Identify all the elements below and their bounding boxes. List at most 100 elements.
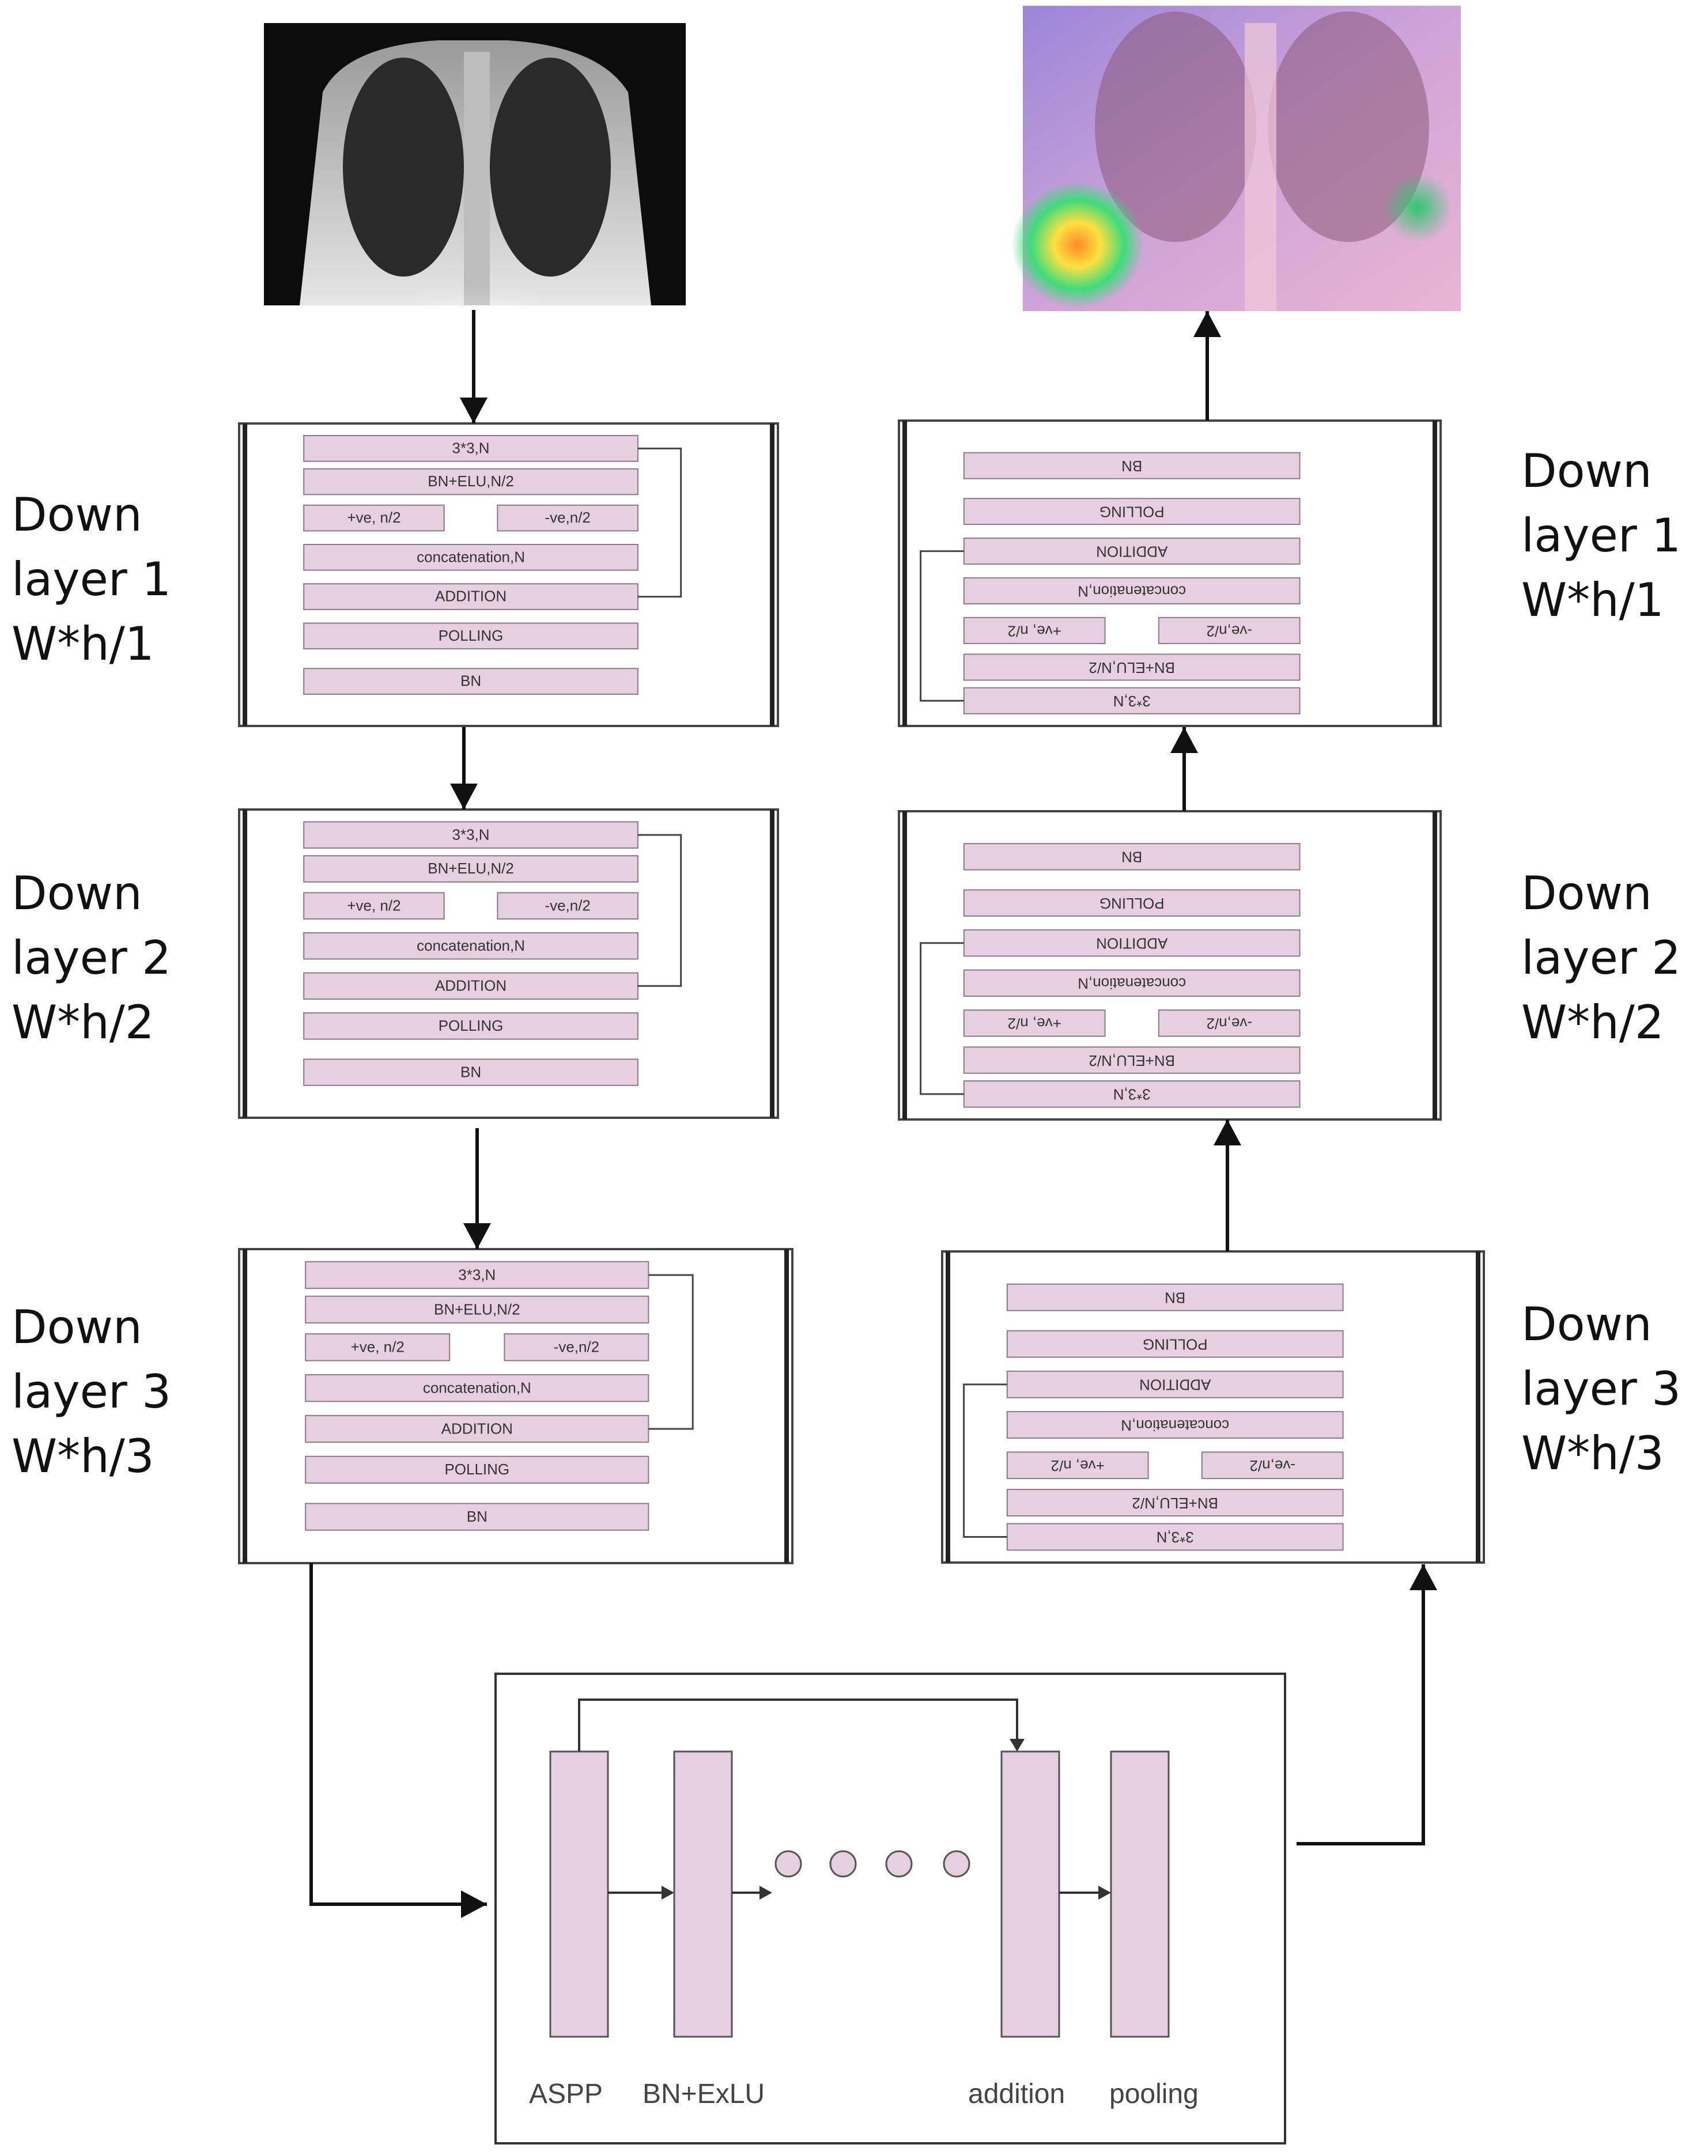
left-label-layer-3: Down layer 3 W*h/3 — [12, 1300, 172, 1483]
svg-text:BN+ELU,N/2: BN+ELU,N/2 — [428, 472, 514, 490]
svg-text:3*3,N: 3*3,N — [1157, 1529, 1194, 1546]
svg-text:BN: BN — [467, 1508, 488, 1525]
block-row: BN+ELU,N/2 — [1006, 1489, 1344, 1517]
arrow-head — [1193, 311, 1221, 337]
svg-text:-ve,n/2: -ve,n/2 — [1206, 622, 1252, 640]
pooling-block — [1110, 1750, 1170, 2038]
block-row: ADDITION — [303, 583, 638, 610]
block-row: 3*3,N — [963, 687, 1301, 714]
block-row: 3*3,N — [305, 1261, 649, 1289]
svg-text:ADDITION: ADDITION — [1139, 1376, 1211, 1394]
svg-text:BN: BN — [1121, 457, 1142, 475]
block-row: concatenation,N — [303, 932, 638, 960]
svg-text:-ve,n/2: -ve,n/2 — [1206, 1015, 1252, 1032]
encoder-block-3: 3*3,NBN+ELU,N/2+ve, n/2-ve,n/2concatenat… — [238, 1248, 793, 1564]
svg-text:BN+ELU,N/2: BN+ELU,N/2 — [1089, 659, 1175, 676]
svg-text:concatenation,N: concatenation,N — [423, 1379, 531, 1397]
decoder-block-1: 3*3,N BN+ELU,N/2 +ve, n/2 -ve,n/2 concatenat… — [898, 419, 1442, 727]
arrow-head — [450, 784, 478, 810]
addition-block — [1000, 1750, 1060, 2038]
bottleneck-label-addition: addition — [968, 2079, 1065, 2109]
svg-text:ADDITION: ADDITION — [435, 977, 507, 994]
svg-text:BN+ELU,N/2: BN+ELU,N/2 — [428, 860, 514, 877]
svg-text:3*3,N: 3*3,N — [452, 439, 490, 456]
svg-text:-ve,n/2: -ve,n/2 — [545, 509, 591, 526]
svg-text:ADDITION: ADDITION — [1096, 935, 1167, 952]
block-row: +ve, n/2 — [303, 892, 445, 920]
svg-text:+ve, n/2: +ve, n/2 — [1008, 622, 1061, 640]
svg-text:+ve, n/2: +ve, n/2 — [1051, 1457, 1105, 1474]
svg-text:3*3,N: 3*3,N — [452, 826, 490, 843]
svg-text:-ve,n/2: -ve,n/2 — [554, 1338, 600, 1356]
svg-text:BN: BN — [1165, 1289, 1185, 1306]
connection-arrows — [309, 310, 1437, 1918]
svg-text:POLLING: POLLING — [439, 1017, 504, 1034]
block-row: concatenation,N — [963, 969, 1301, 997]
arrow-head — [1214, 1119, 1241, 1145]
svg-text:POLLING: POLLING — [444, 1461, 509, 1478]
arrow-head — [460, 398, 488, 423]
block-row: BN+ELU,N/2 — [303, 468, 638, 495]
block-row: POLLING — [963, 498, 1301, 525]
block-row: BN — [963, 452, 1301, 479]
input-xray-image — [264, 23, 686, 375]
svg-text:BN+ELU,N/2: BN+ELU,N/2 — [1089, 1052, 1175, 1069]
svg-text:-ve,n/2: -ve,n/2 — [1249, 1457, 1295, 1474]
block-row: +ve, n/2 — [305, 1333, 451, 1361]
block-row: 3*3,N — [303, 821, 638, 849]
block-row: POLLING — [1006, 1330, 1344, 1358]
ellipsis-dot — [885, 1850, 913, 1878]
block-row: BN+ELU,N/2 — [963, 653, 1301, 681]
svg-text:ADDITION: ADDITION — [435, 588, 507, 605]
svg-text:+ve, n/2: +ve, n/2 — [347, 897, 400, 914]
bn-exlu-block — [673, 1750, 733, 2038]
right-label-layer-1: Down layer 1 W*h/1 — [1521, 444, 1681, 627]
block-row: +ve, n/2 — [963, 616, 1106, 644]
block-row: concatenation,N — [963, 577, 1301, 605]
block-row: ADDITION — [1006, 1370, 1344, 1398]
aspp-block — [549, 1750, 609, 2038]
svg-text:3*3,N: 3*3,N — [458, 1266, 496, 1283]
right-label-layer-2: Down layer 2 W*h/2 — [1521, 867, 1681, 1049]
svg-text:POLLING: POLLING — [1099, 895, 1165, 912]
block-row: -ve,n/2 — [1201, 1451, 1344, 1480]
bottleneck-label-aspp: ASPP — [529, 2079, 603, 2109]
decoder-block-2: 3*3,N BN+ELU,N/2 +ve, n/2 -ve,n/2 concatenat… — [898, 810, 1442, 1121]
block-row: POLLING — [305, 1455, 649, 1484]
block-row: 3*3,N — [303, 435, 638, 462]
block-row: BN — [303, 668, 638, 695]
right-label-layer-3: Down layer 3 W*h/3 — [1521, 1298, 1681, 1480]
bottleneck-label-bn-exlu: BN+ExLU — [643, 2079, 765, 2109]
svg-text:BN: BN — [460, 1063, 481, 1080]
block-row: BN+ELU,N/2 — [963, 1046, 1301, 1074]
block-row: concatenation,N — [305, 1374, 649, 1402]
ellipsis-dot — [774, 1850, 802, 1878]
block-row: -ve,n/2 — [497, 504, 638, 532]
svg-text:concatenation,N: concatenation,N — [1121, 1417, 1229, 1434]
block-row: BN — [963, 843, 1301, 871]
block-row: BN — [305, 1503, 649, 1531]
svg-text:+ve, n/2: +ve, n/2 — [1008, 1015, 1061, 1032]
svg-text:ADDITION: ADDITION — [441, 1420, 513, 1437]
block-row: concatenation,N — [1006, 1411, 1344, 1439]
encoder-block-1: 3*3,N BN+ELU,N/2 +ve, n/2 -ve,n/2 concatenat… — [238, 422, 779, 727]
block-row: ADDITION — [305, 1414, 649, 1443]
block-row: 3*3,N — [963, 1080, 1301, 1108]
block-row: ADDITION — [963, 538, 1301, 565]
svg-text:3*3,N: 3*3,N — [1113, 1086, 1151, 1103]
block-row: BN+ELU,N/2 — [303, 855, 638, 883]
block-row: ADDITION — [303, 972, 638, 1000]
bottleneck-label-pooling: pooling — [1109, 2079, 1199, 2109]
svg-text:BN+ELU,N/2: BN+ELU,N/2 — [1132, 1495, 1218, 1512]
block-row: POLLING — [963, 889, 1301, 917]
svg-text:+ve, n/2: +ve, n/2 — [347, 509, 400, 526]
svg-text:concatenation,N: concatenation,N — [417, 937, 525, 954]
svg-text:concatenation,N: concatenation,N — [1078, 583, 1186, 600]
block-row: BN — [1006, 1283, 1344, 1311]
svg-text:POLLING: POLLING — [439, 627, 504, 644]
encoder-block-2: 3*3,NBN+ELU,N/2+ve, n/2-ve,n/2concatenat… — [238, 808, 779, 1119]
block-row: concatenation,N — [303, 544, 638, 571]
left-label-layer-1: Down layer 1 W*h/1 — [12, 488, 172, 671]
arrow-head — [463, 1223, 491, 1249]
